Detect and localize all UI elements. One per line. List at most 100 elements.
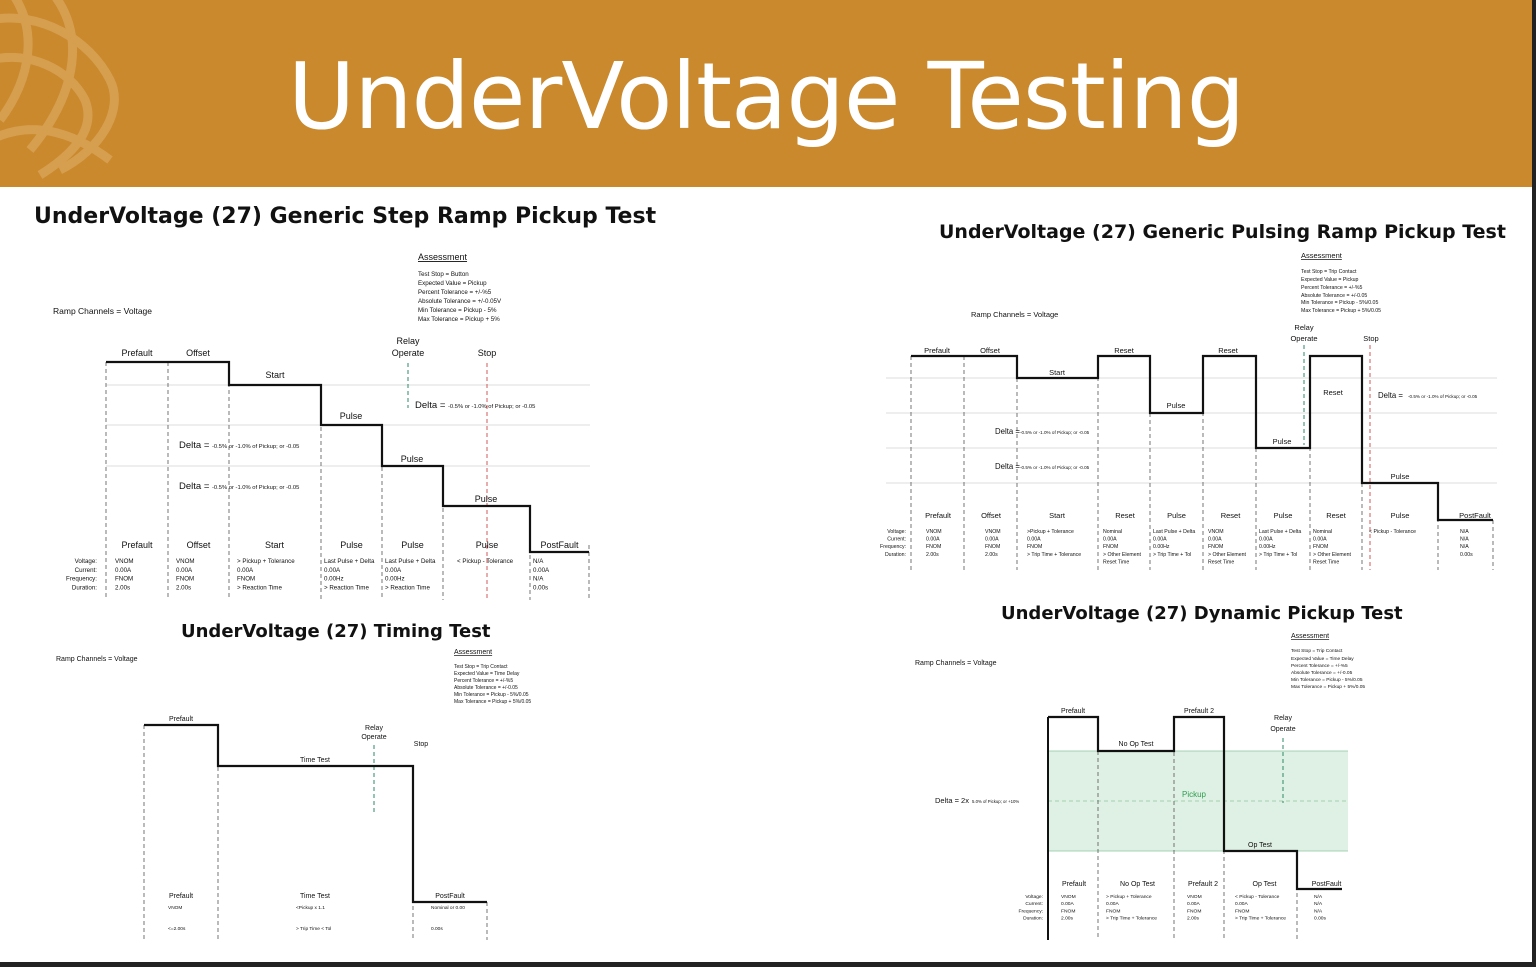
step-top-label: Prefault bbox=[121, 348, 153, 358]
column-value: > Pickup + Tolerance bbox=[1106, 894, 1152, 900]
pulsing-relay-label: Operate bbox=[1290, 334, 1317, 343]
column-value: 0.00A bbox=[1106, 901, 1120, 907]
dynamic-delta-note: 5.0% of Pickup; or +10% bbox=[972, 799, 1019, 804]
timing-assessment-line: Percent Tolerance = +/-%5 bbox=[454, 678, 513, 684]
column-value: Reset Time bbox=[1313, 559, 1339, 565]
step-stop-label: Stop bbox=[478, 348, 497, 358]
dynamic-ramp-channels: Ramp Channels = Voltage bbox=[915, 660, 997, 667]
dynamic-relay-label: Relay bbox=[1274, 715, 1292, 722]
dynamic-title: UnderVoltage (27) Dynamic Pickup Test bbox=[1001, 603, 1403, 624]
page-title: UnderVoltage Testing bbox=[287, 43, 1245, 150]
column-value: N/A bbox=[533, 558, 544, 565]
pulsing-stop-label: Stop bbox=[1363, 334, 1378, 343]
column-value: FNOM bbox=[985, 544, 1000, 550]
column-value: 2.00s bbox=[1061, 916, 1074, 922]
knot-logo-icon bbox=[0, 0, 119, 179]
step-delta-note: -0.5% or -1.0% of Pickup; or -0.05 bbox=[212, 485, 299, 491]
row-label: Duration: bbox=[885, 552, 906, 558]
dynamic-assessment-line: Absolute Tolerance = +/-0.05 bbox=[1291, 670, 1353, 676]
step-delta-word: Delta = bbox=[179, 440, 210, 451]
row-label: Voltage: bbox=[75, 558, 98, 565]
column-value: Last Pulse + Delta bbox=[1259, 529, 1301, 535]
column-value: 0.00A bbox=[533, 567, 550, 574]
timing-ramp-channels: Ramp Channels = Voltage bbox=[56, 656, 138, 663]
column-value: 2.00s bbox=[926, 552, 939, 558]
column-value: >Pickup + Tolerance bbox=[1027, 529, 1074, 535]
step-delta-word: Delta = bbox=[415, 400, 446, 411]
column-value: Nominal bbox=[1103, 529, 1122, 535]
row-label: Current: bbox=[1025, 901, 1043, 907]
column-header: Pulse bbox=[401, 540, 424, 550]
column-header: Pulse bbox=[1167, 511, 1186, 520]
column-value: Last Pulse + Delta bbox=[385, 558, 436, 565]
dynamic-top-label: Prefault bbox=[1061, 708, 1085, 715]
column-header: Prefault bbox=[1062, 881, 1086, 888]
timing-assessment-title: Assessment bbox=[454, 649, 492, 656]
timing-col-value: VNOM bbox=[168, 905, 182, 911]
timing-col-value: <Pickup x 1.1 bbox=[296, 905, 325, 911]
row-label: Duration: bbox=[72, 584, 97, 591]
column-value: FNOM bbox=[1106, 908, 1120, 914]
column-value: > Trip Time + Tol bbox=[1259, 552, 1297, 558]
column-header: Pulse bbox=[1274, 511, 1293, 520]
column-value: > Other Element bbox=[1208, 552, 1246, 558]
column-value: 0.00A bbox=[1027, 537, 1041, 543]
dynamic-assessment-line: Test Stop = Trip Contact bbox=[1291, 648, 1343, 654]
pulsing-delta-word: Delta = bbox=[995, 462, 1020, 471]
dynamic-value-table: Voltage:Current:Frequency:Duration:Prefa… bbox=[1019, 881, 1342, 922]
step-assessment-line: Expected Value = Pickup bbox=[418, 280, 487, 287]
column-header: PostFault bbox=[1312, 881, 1342, 888]
pickup-label: Pickup bbox=[1182, 790, 1207, 799]
step-assessment-line: Test Stop = Button bbox=[418, 271, 469, 278]
column-header: Prefault 2 bbox=[1188, 881, 1218, 888]
row-label: Current: bbox=[75, 567, 98, 574]
title-banner: UnderVoltage Testing bbox=[0, 0, 1532, 187]
column-value: FNOM bbox=[1208, 544, 1223, 550]
column-value: 0.00A bbox=[1313, 537, 1327, 543]
column-value: > Pickup + Tolerance bbox=[237, 558, 295, 565]
row-label: Frequency: bbox=[66, 576, 97, 583]
pulsing-assessment-line: Percent Tolerance = +/-%5 bbox=[1301, 285, 1362, 291]
column-header: Reset bbox=[1326, 511, 1347, 520]
pulsing-delta-word: Delta = bbox=[995, 427, 1020, 436]
column-header: Offset bbox=[187, 540, 211, 550]
step-ramp-channels: Ramp Channels = Voltage bbox=[53, 306, 152, 316]
column-header: Prefault bbox=[925, 511, 952, 520]
column-header: Pulse bbox=[340, 540, 363, 550]
dynamic-top-label: No Op Test bbox=[1119, 741, 1154, 748]
step-top-label: Pulse bbox=[340, 411, 363, 421]
pulsing-top-label: Reset bbox=[1218, 346, 1239, 355]
pulsing-assessment-title: Assessment bbox=[1301, 251, 1343, 260]
pulsing-top-label: Prefault bbox=[924, 346, 951, 355]
row-label: Voltage: bbox=[887, 529, 906, 535]
column-value: N/A bbox=[1314, 901, 1323, 907]
column-value: FNOM bbox=[1187, 908, 1201, 914]
step-relay-label: Relay bbox=[396, 336, 420, 346]
column-header: PostFault bbox=[540, 540, 579, 550]
timing-stop-label: Stop bbox=[414, 741, 429, 748]
dynamic-assessment-line: Percent Tolerance = +/-%5 bbox=[1291, 663, 1348, 669]
column-value: 0.00A bbox=[926, 537, 940, 543]
step-assessment-line: Absolute Tolerance = +/-0.05V bbox=[418, 298, 502, 305]
column-value: 0.00A bbox=[237, 567, 254, 574]
column-value: 0.00Hz bbox=[324, 576, 344, 583]
column-value: FNOM bbox=[115, 576, 133, 583]
timing-col-name: PostFault bbox=[435, 893, 465, 900]
column-header: Op Test bbox=[1253, 881, 1277, 888]
pulsing-top-label: Reset bbox=[1114, 346, 1135, 355]
timing-top-label: Time Test bbox=[300, 757, 330, 764]
column-header: Start bbox=[1049, 511, 1066, 520]
step-assessment-line: Min Tolerance = Pickup - 5% bbox=[418, 307, 497, 314]
column-value: VNOM bbox=[1208, 529, 1224, 535]
dynamic-top-label: Op Test bbox=[1248, 842, 1272, 849]
dynamic-waveform bbox=[1048, 715, 1342, 891]
column-value: 0.00Hz bbox=[1153, 544, 1170, 550]
column-header: Start bbox=[265, 540, 285, 550]
pulsing-top-label: Pulse bbox=[1391, 472, 1410, 481]
column-value: Last Pulse + Delta bbox=[1153, 529, 1195, 535]
pulsing-top-label: Pulse bbox=[1167, 401, 1186, 410]
pulsing-delta-note: -0.5% or -1.0% of Pickup; or -0.05 bbox=[1020, 465, 1090, 470]
step-relay-label: Operate bbox=[392, 348, 425, 358]
